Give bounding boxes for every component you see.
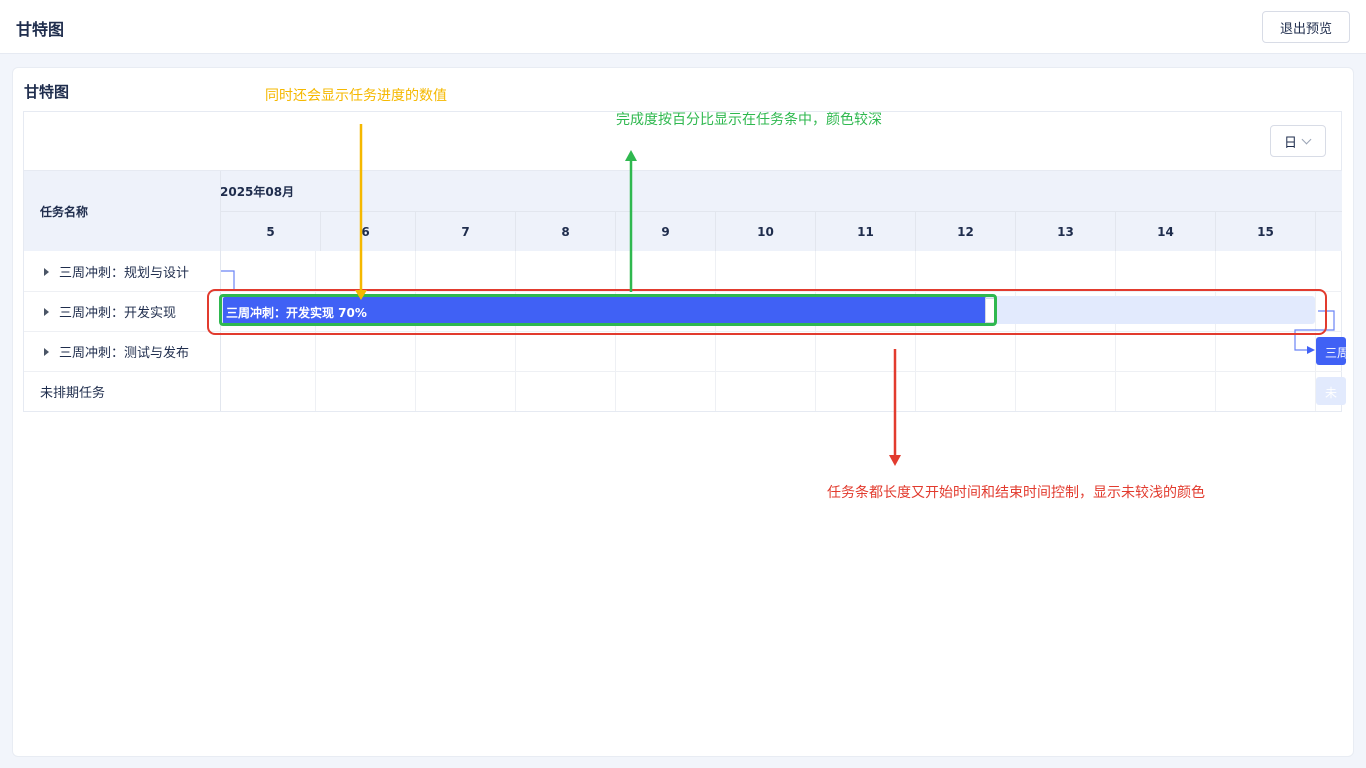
header-top-border [24, 170, 1342, 171]
task-bar-testing[interactable]: 三周 [1316, 337, 1346, 365]
task-row-development[interactable]: 三周冲刺：开发实现 [40, 302, 176, 321]
expand-caret-icon[interactable] [44, 267, 49, 276]
page-title: 甘特图 [16, 20, 65, 39]
gantt-container [23, 111, 1342, 412]
arrow-down-icon [355, 124, 367, 300]
task-bar-label: 三周冲刺：开发实现 70% [226, 306, 367, 320]
task-name-column-header: 任务名称 [40, 205, 89, 219]
arrow-up-icon [625, 150, 637, 292]
day-header: 13 [1016, 212, 1116, 251]
day-header: 15 [1216, 212, 1316, 251]
task-row-unscheduled[interactable]: 未排期任务 [40, 382, 105, 401]
annotation-highlight-green [219, 294, 997, 326]
annotation-highlight-red [207, 289, 1327, 335]
day-header: 8 [516, 212, 616, 251]
task-name: 三周冲刺：规划与设计 [59, 266, 190, 281]
day-header: 9 [616, 212, 716, 251]
day-header: 7 [416, 212, 516, 251]
day-header: 10 [716, 212, 816, 251]
task-bar-unscheduled[interactable]: 未 [1316, 377, 1346, 405]
task-row-planning[interactable]: 三周冲刺：规划与设计 [40, 262, 189, 281]
row-divider [24, 371, 1342, 372]
dependency-connector [221, 270, 235, 290]
top-bar: 甘特图 退出预览 [0, 0, 1366, 54]
task-name: 未排期任务 [40, 386, 106, 401]
row-divider [24, 291, 1342, 292]
annotation-green: 完成度按百分比显示在任务条中，颜色较深 [616, 112, 882, 128]
day-header: 11 [816, 212, 916, 251]
task-row-testing[interactable]: 三周冲刺：测试与发布 [40, 342, 189, 361]
month-label: 2025年08月 [220, 185, 295, 199]
arrow-down-icon [889, 349, 901, 466]
month-divider [221, 211, 1342, 212]
expand-caret-icon[interactable] [44, 307, 49, 316]
day-header: 12 [916, 212, 1016, 251]
annotation-yellow: 同时还会显示任务进度的数值 [265, 88, 447, 104]
task-name: 三周冲刺：测试与发布 [59, 346, 190, 361]
annotation-red: 任务条都长度又开始时间和结束时间控制，显示未较浅的颜色 [827, 485, 1205, 501]
row-divider [24, 331, 1342, 332]
day-header: 14 [1116, 212, 1216, 251]
card-title: 甘特图 [24, 83, 70, 101]
expand-caret-icon[interactable] [44, 347, 49, 356]
task-name: 三周冲刺：开发实现 [59, 306, 177, 321]
view-mode-select[interactable]: 日 [1270, 125, 1326, 157]
dependency-connector [1294, 310, 1335, 354]
task-bar-progress[interactable] [223, 297, 986, 324]
exit-preview-button[interactable]: 退出预览 [1262, 11, 1350, 43]
chevron-down-icon [1301, 134, 1312, 144]
day-header: 6 [316, 212, 416, 251]
day-header: 5 [221, 212, 321, 251]
view-mode-value: 日 [1284, 135, 1298, 151]
